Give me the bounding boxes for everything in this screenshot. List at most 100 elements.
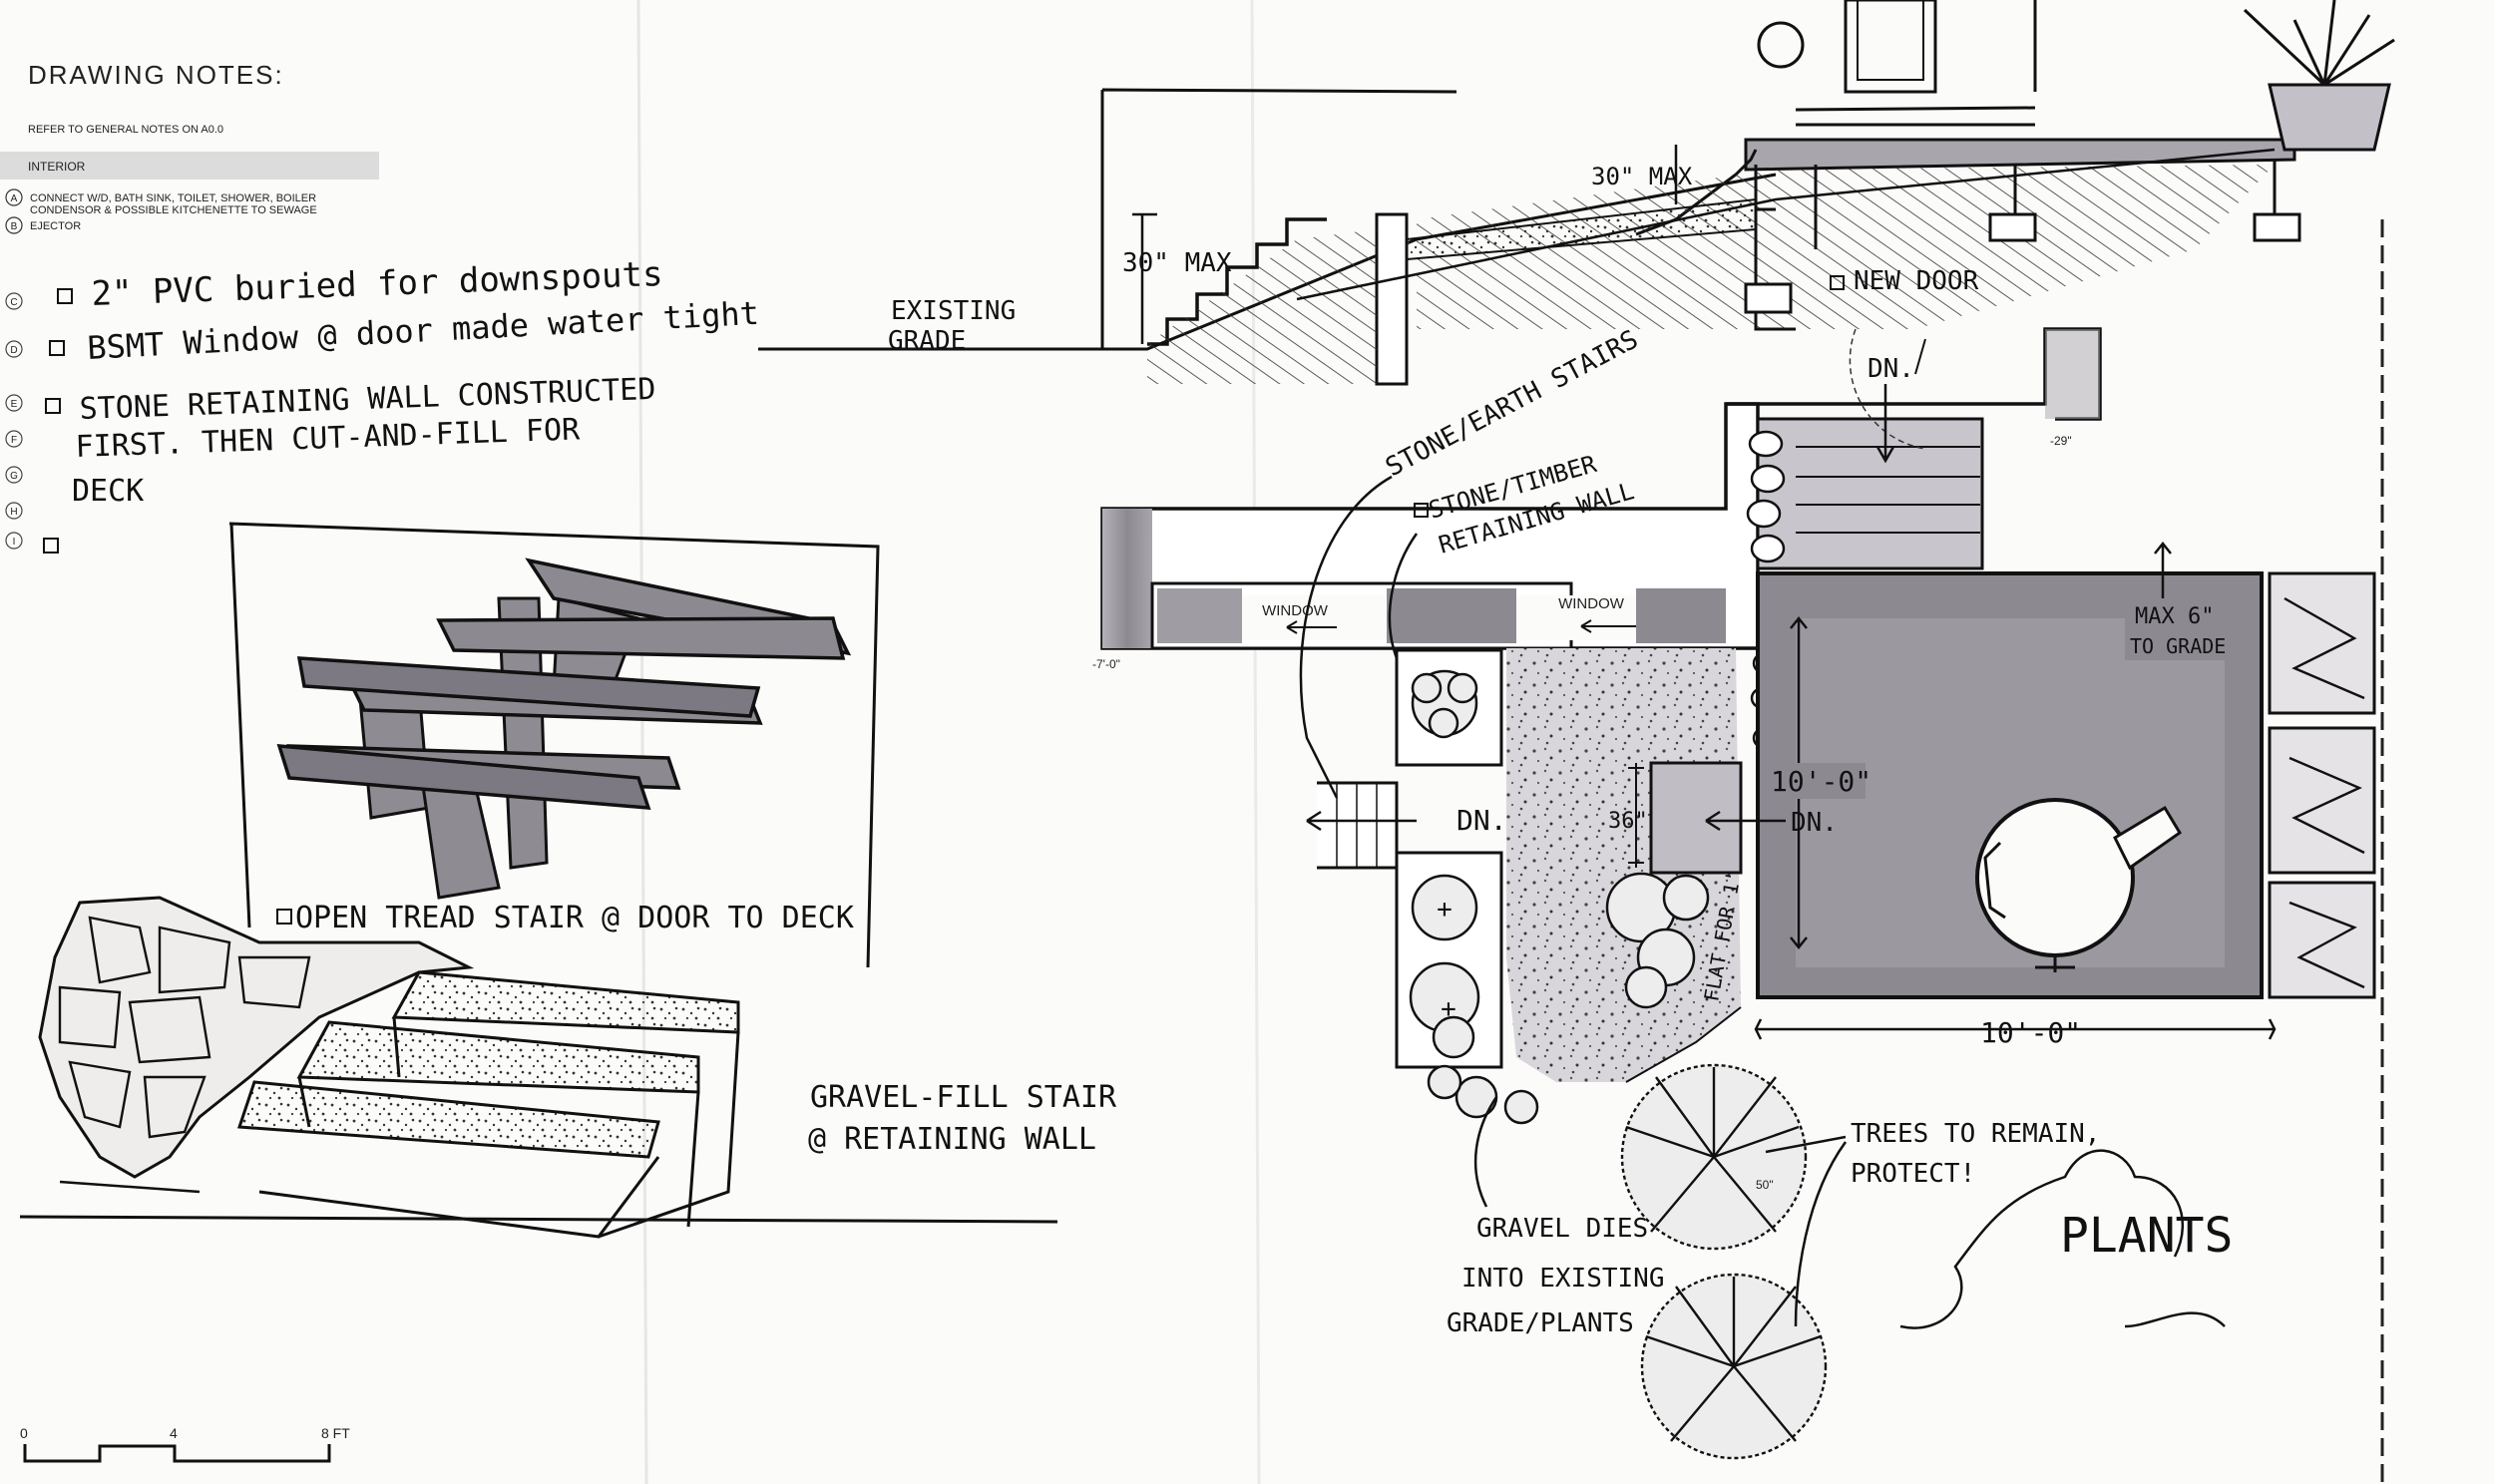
drawing-notes: DRAWING NOTES: REFER TO GENERAL NOTES ON… <box>0 60 760 554</box>
marker-letter: H <box>10 507 17 518</box>
note-e-hand-3: DECK <box>72 474 144 509</box>
gravel-fill-label-2: @ RETAINING WALL <box>808 1122 1096 1157</box>
footing <box>2253 212 2301 242</box>
max6-bg <box>2125 598 2235 660</box>
scale-label: 0 <box>20 1425 28 1441</box>
gravel-dies-label-2: INTO EXISTING <box>1461 1264 1665 1294</box>
stone-earth-label: STONE/EARTH STAIRS <box>1381 324 1643 483</box>
note-a: CONNECT W/D, BATH SINK, TOILET, SHOWER, … <box>30 192 316 204</box>
paper-fold <box>636 0 648 1484</box>
checkbox-icon <box>45 398 61 414</box>
house-wall-fill <box>2045 329 2100 419</box>
right-planters <box>2268 571 2376 999</box>
label-leader <box>1299 475 1393 799</box>
gravel-treads <box>236 970 740 1239</box>
marker-circle <box>5 466 23 484</box>
gravel-fill-stair-detail: GRAVEL-FILL STAIR @ RETAINING WALL <box>19 896 1117 1239</box>
open-tread-stair-detail: OPEN TREAD STAIR @ DOOR TO DECK <box>228 522 880 968</box>
checkbox-icon <box>276 909 292 925</box>
interior-band <box>0 152 379 180</box>
site-plan: WINDOW WINDOW -7'-0" -29" DN. <box>1092 324 2376 1460</box>
marker-circle <box>5 502 23 520</box>
new-grade-line <box>1296 148 2276 301</box>
soil-hatch <box>1417 165 2275 329</box>
window-label-right: WINDOW <box>1558 595 1625 612</box>
dim-horizontal <box>1754 1018 2277 1040</box>
dn-label-top: DN. <box>1868 354 1914 384</box>
door-frame <box>1844 0 1937 94</box>
window-band <box>1242 595 1387 640</box>
plants-cloud <box>1899 1149 2226 1329</box>
gravel-fill-label-1: GRAVEL-FILL STAIR <box>810 1080 1117 1115</box>
marker-circle <box>5 394 23 412</box>
marker-letter: C <box>10 297 17 308</box>
ground-line <box>59 1180 201 1194</box>
marker-letter: A <box>11 193 18 204</box>
house-wall <box>1100 88 1457 349</box>
tread <box>276 744 651 810</box>
marker-letter: F <box>11 435 17 446</box>
deck-pier <box>1814 160 2277 249</box>
marker-circle <box>5 292 23 310</box>
elevation-label: -7'-0" <box>1092 657 1120 671</box>
dim-36-label: 36" <box>1608 809 1648 834</box>
elevation-label: -29" <box>2050 434 2072 448</box>
checkbox-icon <box>1830 275 1845 290</box>
retaining-wall-section <box>1375 212 1409 386</box>
shrub-icon <box>1757 21 1805 69</box>
gravel-dies-label-3: GRADE/PLANTS <box>1447 1308 1634 1338</box>
trees-label-2: PROTECT! <box>1851 1159 1975 1189</box>
shrubs <box>1409 669 1710 1125</box>
window-arrow <box>1580 619 1636 633</box>
mid-step <box>1649 761 1743 875</box>
wall-poche <box>1157 588 1242 643</box>
dim-36-line <box>1628 763 1644 868</box>
stair-treads <box>276 557 852 810</box>
notes-refer: REFER TO GENERAL NOTES ON A0.0 <box>28 124 223 136</box>
note-a-cont: CONDENSOR & POSSIBLE KITCHENETTE TO SEWA… <box>30 204 317 216</box>
plant-icon <box>2243 0 2395 87</box>
planter <box>2268 83 2391 152</box>
checkbox-icon <box>43 538 59 554</box>
bench <box>1795 106 2036 127</box>
stair-risers <box>1796 446 1980 534</box>
plus-mark: + <box>1437 895 1453 925</box>
dim-horizontal-label: 10'-0" <box>1980 1016 2081 1049</box>
existing-grade-label-1: EXISTING <box>891 296 1016 326</box>
stair-well <box>1756 417 1984 570</box>
dn-arrow-left <box>1306 810 1417 832</box>
dn-arrow <box>1875 384 1895 464</box>
dn-label-left: DN. <box>1456 804 1507 837</box>
notes-section: INTERIOR <box>28 160 86 174</box>
new-door-label: NEW DOOR <box>1854 266 1979 296</box>
marker-letter: G <box>10 471 18 482</box>
scale-bar: 0 4 8 FT <box>20 1425 350 1463</box>
max-dim-line <box>1132 212 1157 344</box>
ground-line <box>19 1215 1058 1224</box>
door-frame-inner <box>1857 0 1924 81</box>
checkbox-icon <box>49 340 65 356</box>
gravel-leader <box>1473 1096 1498 1208</box>
right-plants <box>2284 596 2365 989</box>
note-markers: C D E F G H I <box>5 292 23 550</box>
basement-wall <box>1754 165 1796 331</box>
soil-hatch <box>1147 229 1377 384</box>
note-b: EJECTOR <box>30 220 81 232</box>
footing <box>1988 212 2037 242</box>
marker-letter: B <box>11 221 18 232</box>
gravel-area-edge <box>1625 1006 1742 1083</box>
marker-circle <box>5 340 23 358</box>
max6-arrow <box>2154 541 2172 598</box>
wall-stones <box>58 916 311 1139</box>
dim-vertical-label: 10'-0" <box>1771 765 1871 798</box>
scale-label: 8 FT <box>321 1425 350 1441</box>
window-label-left: WINDOW <box>1262 602 1329 619</box>
existing-grade-label-2: GRADE <box>888 326 966 356</box>
label-leader <box>1388 533 1419 659</box>
dn-arrow-deck <box>1705 810 1786 832</box>
marker-circle <box>5 532 23 550</box>
tread <box>296 656 761 718</box>
gravel-dies-label-1: GRAVEL DIES <box>1476 1214 1648 1244</box>
checkbox-icon <box>57 288 73 304</box>
